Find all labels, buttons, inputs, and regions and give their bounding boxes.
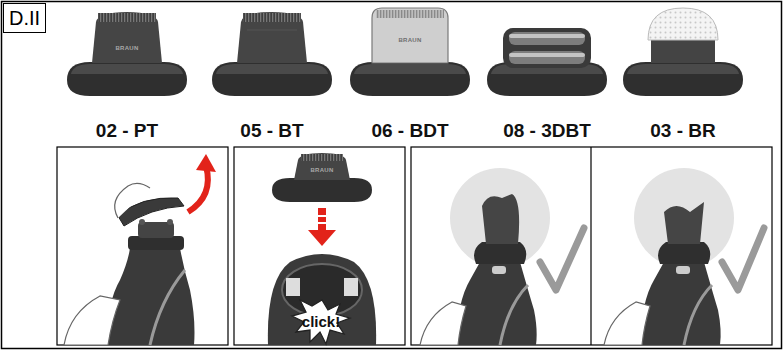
attachment-code: 03 - BR — [650, 121, 715, 140]
attachment-code: 08 - 3DBT — [503, 121, 591, 140]
attachment-code: 06 - BDT — [371, 121, 448, 140]
click-callout: click! — [302, 314, 340, 329]
attachment-code: 05 - BT — [240, 121, 303, 140]
attachment-code: 02 - PT — [96, 121, 158, 140]
brand-logo: BRAUN — [398, 37, 421, 43]
brand-logo: BRAUN — [115, 45, 138, 51]
section-label: D.II — [9, 6, 40, 30]
brand-logo: BRAUN — [310, 167, 333, 173]
section-box: D.II — [3, 3, 46, 33]
